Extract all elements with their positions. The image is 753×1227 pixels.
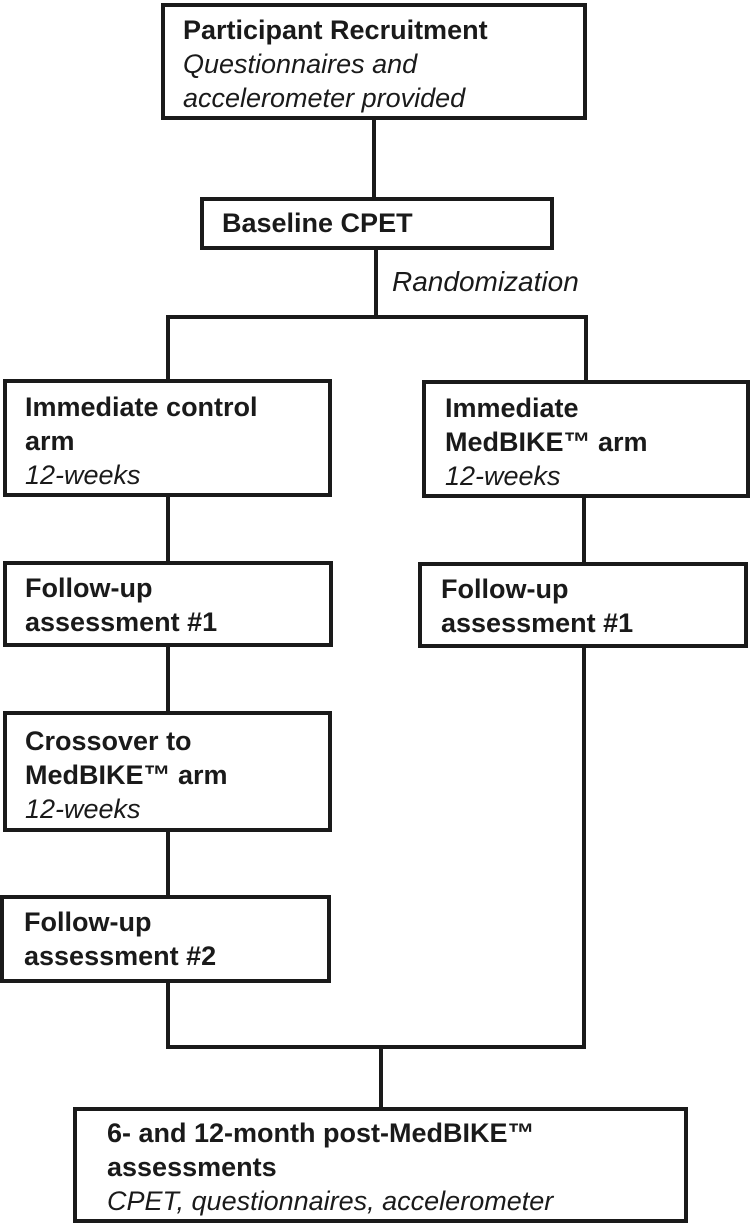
node-followup-assessment-1-control: Follow-up assessment #1 [3,561,333,647]
node-title-line: MedBIKE™ arm [25,760,228,790]
connector-merge-to-post [379,1049,383,1107]
node-title-line: assessment #1 [441,608,634,638]
node-title-line: MedBIKE™ arm [445,427,648,457]
connector-crossover-to-followup2 [166,830,170,897]
node-title-line: Immediate [445,393,579,423]
node-title-line: Baseline CPET [222,208,413,238]
connector-branch-right-drop [584,317,588,382]
connector-followup2-to-merge [166,981,170,1049]
node-title-line: Follow-up [25,573,153,603]
node-participant-recruitment: Participant Recruitment Questionnaires a… [161,3,587,120]
node-title-line: Follow-up [441,574,569,604]
node-title-line: Crossover to [25,726,192,756]
node-title-line: Follow-up [24,907,152,937]
randomization-label: Randomization [392,266,579,297]
connector-followup1-to-crossover [166,645,170,713]
node-subtitle-line: 12-weeks [445,461,561,491]
connector-recruitment-to-baseline [372,120,376,199]
node-title-line: Participant Recruitment [183,15,488,45]
node-followup-assessment-1-medbike: Follow-up assessment #1 [418,562,748,648]
node-followup-assessment-2: Follow-up assessment #2 [0,895,331,983]
node-title-line: assessment #2 [24,941,217,971]
connector-merge-horizontal [166,1045,586,1049]
connector-branch-horizontal [166,315,588,319]
node-post-medbike-assessments: 6- and 12-month post-MedBIKE™ assessment… [73,1107,688,1223]
node-subtitle-line: 12-weeks [25,794,141,824]
node-subtitle-line: CPET, questionnaires, accelerometer [107,1186,554,1216]
node-immediate-control-arm: Immediate control arm 12-weeks [3,379,332,497]
node-title-line: Immediate control [25,392,258,422]
node-crossover-medbike-arm: Crossover to MedBIKE™ arm 12-weeks [3,711,332,832]
node-baseline-cpet: Baseline CPET [200,197,554,250]
node-title-line: arm [25,426,75,456]
node-title-line: 6- and 12-month post-MedBIKE™ [107,1118,535,1148]
connector-branch-left-drop [166,317,170,381]
connector-control-to-followup1 [166,495,170,563]
node-subtitle-line: accelerometer provided [183,83,466,113]
node-title-line: assessments [107,1152,277,1182]
node-immediate-medbike-arm: Immediate MedBIKE™ arm 12-weeks [422,380,750,498]
node-subtitle-line: Questionnaires and [183,49,418,79]
connector-medbike-to-followup1 [582,496,586,564]
node-subtitle-line: 12-weeks [25,460,141,490]
connector-right-followup1-to-merge [582,646,586,1049]
node-title-line: assessment #1 [25,607,218,637]
connector-baseline-to-branch [374,248,378,317]
